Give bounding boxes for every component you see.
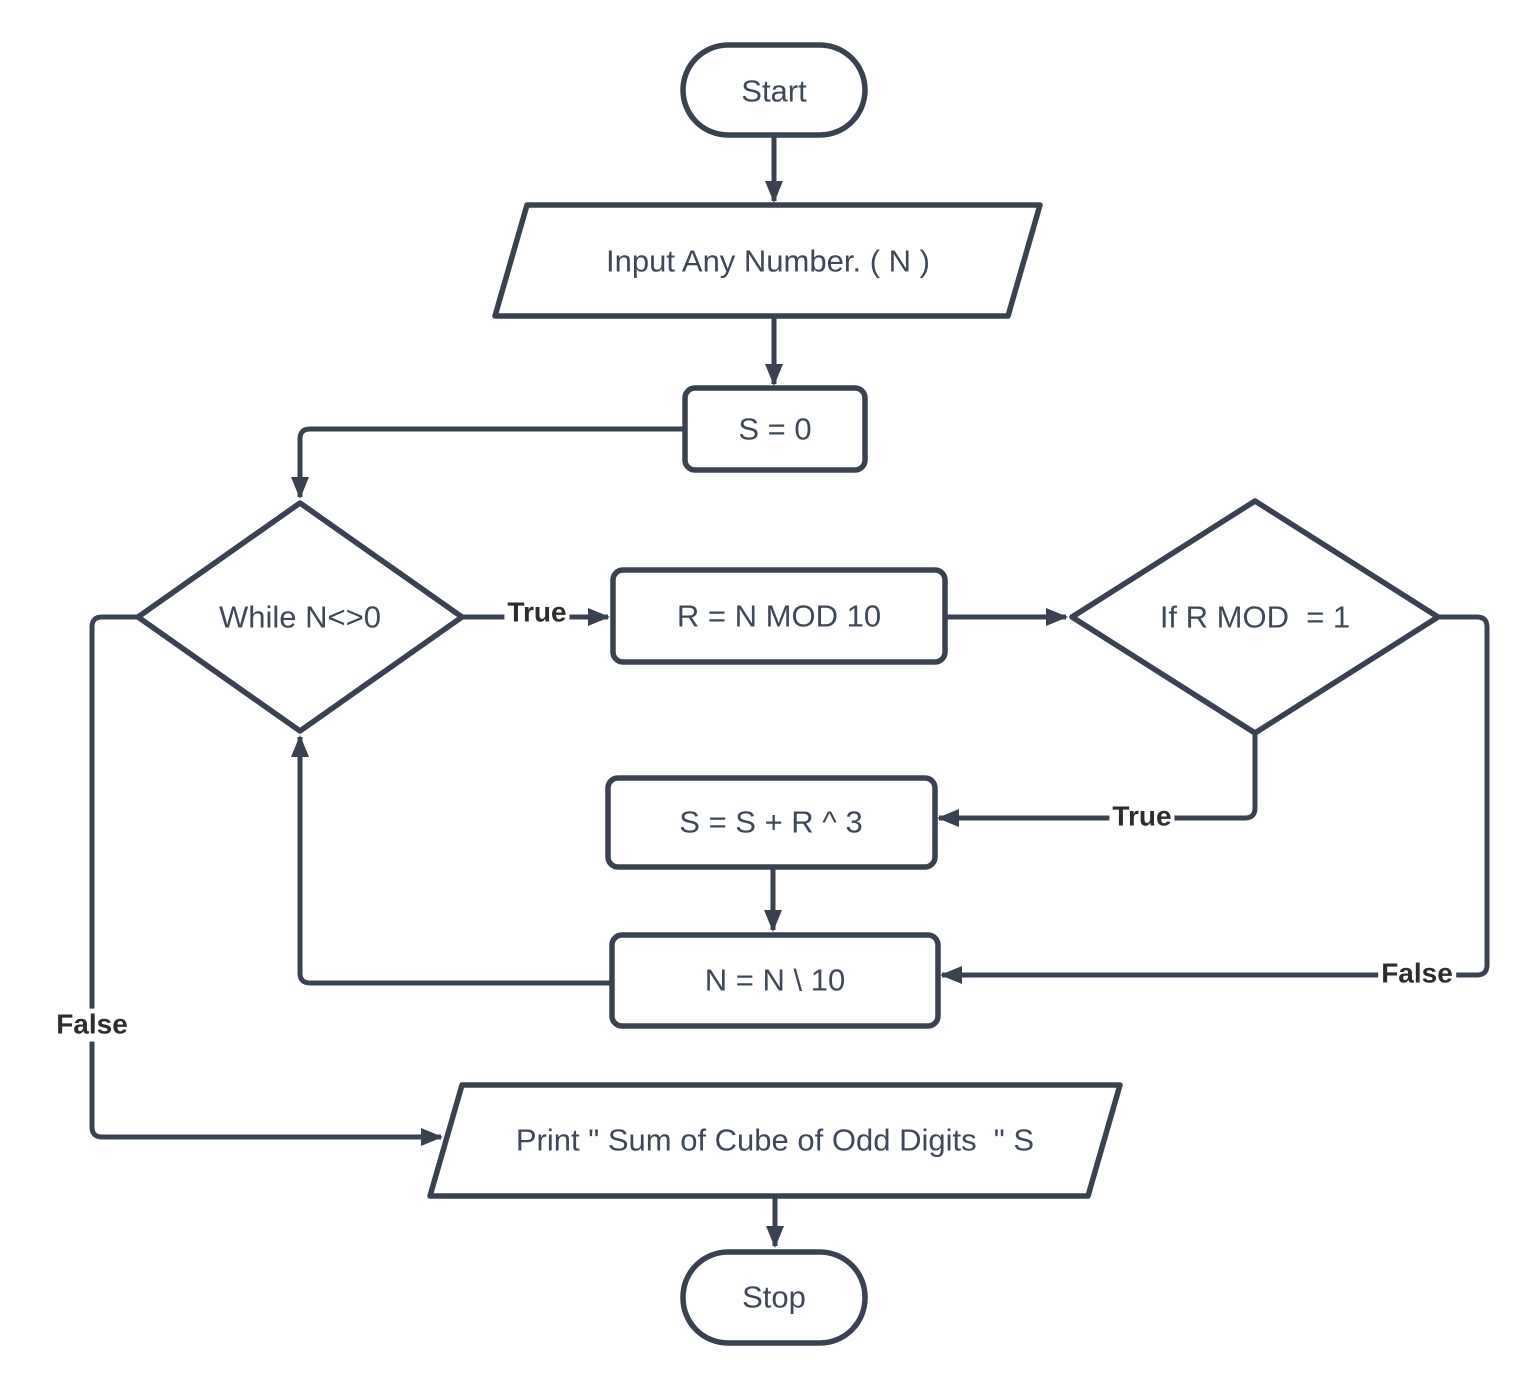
sum-process-shape [605,775,938,870]
edge-if-false-to-div [940,614,1490,984]
mod-process-shape [610,567,948,665]
input-label: Input Any Number. ( N ) [606,243,930,279]
while-decision-shape [135,500,465,734]
while-label: While N<>0 [219,599,381,635]
init-process-shape [682,385,868,473]
mod-label: R = N MOD 10 [676,598,882,634]
edge-while-false-to-print [89,614,443,1146]
input-parallelogram-shape [492,202,1043,319]
edge-div-to-while [291,735,612,986]
div-process-shape [609,932,941,1029]
init-label: S = 0 [738,411,812,447]
stop-label: Stop [742,1279,806,1315]
if-true-edge-label: True [1109,800,1175,834]
print-label: Print " Sum of Cube of Odd Digits " S [515,1122,1035,1158]
sum-label: S = S + R ^ 3 [679,804,863,840]
stop-terminator-shape [680,1249,868,1346]
if-false-edge-label: False [1378,957,1456,991]
if-label: If R MOD = 1 [1159,599,1351,635]
start-terminator-shape [680,42,868,138]
if-decision-shape [1069,498,1441,736]
while-false-edge-label: False [53,1008,131,1042]
start-label: Start [741,73,807,109]
while-true-edge-label: True [504,596,570,630]
div-label: N = N \ 10 [704,962,846,998]
edge-init-to-while [291,426,685,499]
edge-if-true-to-sum [937,733,1258,827]
print-parallelogram-shape [427,1082,1123,1199]
